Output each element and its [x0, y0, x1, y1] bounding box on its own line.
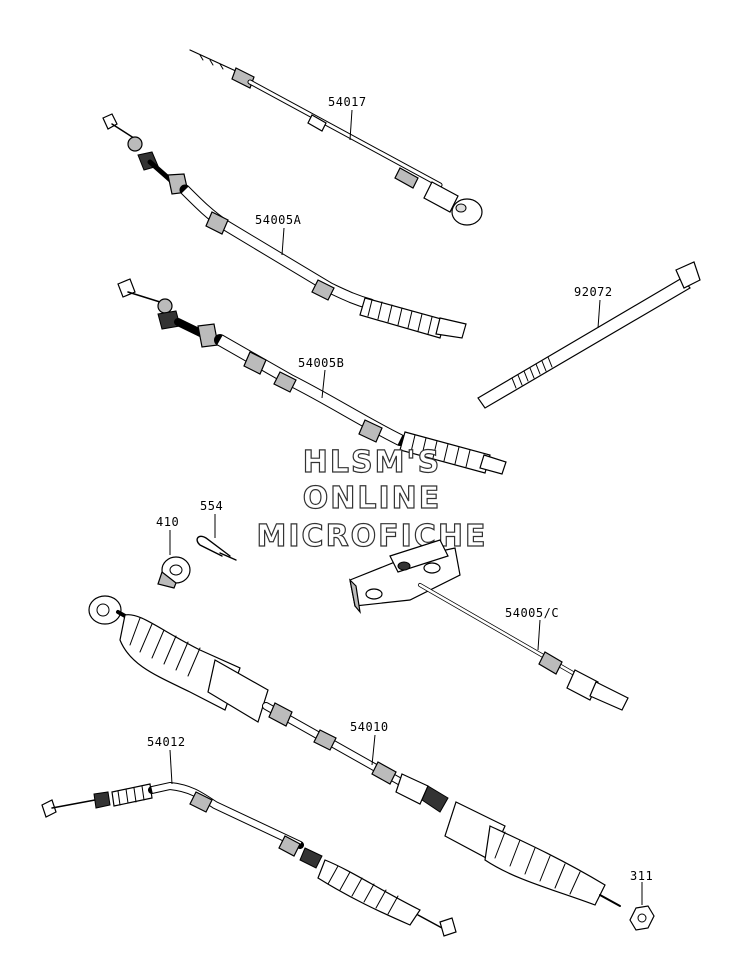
watermark-line2: ONLINE — [303, 481, 442, 516]
label-54005a: 54005A — [255, 213, 302, 227]
leader-54012 — [169, 749, 173, 785]
label-54012: 54012 — [147, 735, 186, 749]
washer-410 — [157, 556, 191, 589]
label-54017: 54017 — [328, 95, 367, 109]
watermark-line1: HLSM'S — [303, 445, 441, 480]
leader-54005c — [537, 619, 541, 651]
cable-tie-92072 — [477, 261, 701, 409]
watermark: HLSM'S ONLINE MICROFICHE — [256, 444, 488, 554]
label-410: 410 — [156, 515, 179, 529]
label-92072: 92072 — [574, 285, 613, 299]
cable-54005b — [117, 278, 507, 475]
cable-54017 — [189, 49, 483, 226]
label-54005b: 54005B — [298, 356, 344, 370]
leader-54005a — [281, 227, 285, 256]
pin-554 — [196, 535, 237, 561]
label-311: 311 — [630, 869, 653, 883]
leader-92072 — [597, 299, 601, 329]
cable-54005c — [349, 539, 629, 711]
cable-54012 — [41, 781, 457, 937]
label-54010: 54010 — [350, 720, 389, 734]
watermark-line3: MICROFICHE — [257, 519, 488, 554]
cable-54005a — [102, 113, 467, 339]
label-554: 554 — [200, 499, 223, 513]
cable-54010 — [88, 595, 621, 907]
leader-54005b — [321, 369, 326, 399]
label-54005c: 54005/C — [505, 606, 559, 620]
nut-311 — [629, 905, 655, 931]
leader-54017 — [349, 109, 353, 141]
leader-54010 — [371, 734, 376, 766]
